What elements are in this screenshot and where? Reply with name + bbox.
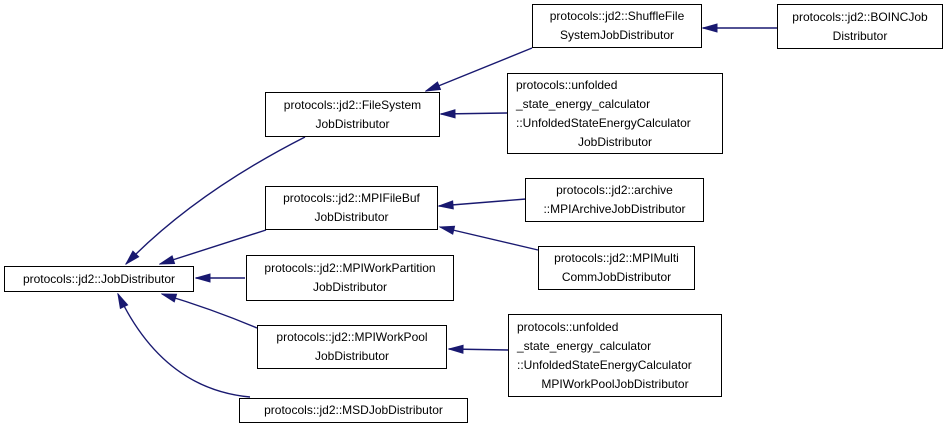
node-label-line: JobDistributor [314,210,389,224]
node-label-line: protocols::jd2::ShuffleFile [549,9,685,23]
node-mpiworkpool-jobdistributor[interactable]: protocols::jd2::MPIWorkPool JobDistribut… [257,325,447,369]
node-boinc-jobdistributor[interactable]: protocols::jd2::BOINCJob Distributor [777,4,943,49]
node-label-line: JobDistributor [312,280,388,294]
node-mpimulticomm-jobdistributor[interactable]: protocols::jd2::MPIMulti CommJobDistribu… [538,246,695,290]
node-mpifilebuf-jobdistributor[interactable]: protocols::jd2::MPIFileBuf JobDistributo… [265,186,438,230]
node-label-line: protocols::jd2::MPIFileBuf [283,191,420,205]
node-filesystem-jobdistributor[interactable]: protocols::jd2::FileSystem JobDistributo… [265,92,440,137]
node-label-line: protocols::unfolded [517,319,619,334]
node-label-line: ::UnfoldedStateEnergyCalculator [517,357,692,372]
node-label-line: protocols::jd2::MPIWorkPool [276,330,428,344]
node-label-line: protocols::jd2::archive [556,183,673,197]
node-label-line: protocols::jd2::MPIWorkPartition [264,261,436,275]
node-label-line: protocols::jd2::MPIMulti [554,251,679,265]
node-label-line: CommJobDistributor [561,270,672,284]
node-label-line: JobDistributor [315,116,390,131]
node-label-line: _state_energy_calculator [516,96,651,111]
node-label-line: SystemJobDistributor [559,28,675,42]
node-label-line: ::MPIArchiveJobDistributor [543,202,686,216]
node-mpiworkpartition-jobdistributor[interactable]: protocols::jd2::MPIWorkPartition JobDist… [246,255,454,301]
node-label-line: Distributor [832,28,888,43]
edge-unfoldedjd-to-filesystem [441,113,508,114]
node-label-line: protocols::jd2::BOINCJob [792,9,928,24]
edge-mpifilebuf-to-jobdistributor [160,229,267,265]
node-label-line: protocols::jd2::MSDJobDistributor [264,403,443,417]
node-label-line: protocols::jd2::JobDistributor [22,271,176,286]
node-label-line: protocols::unfolded [516,77,618,92]
edge-msd-to-jobdistributor [118,294,251,398]
node-label-line: JobDistributor [577,134,653,149]
node-unfoldedstateenergycalculator-jobdistributor[interactable]: protocols::unfolded _state_energy_calcul… [507,73,723,154]
node-label-line: JobDistributor [314,349,390,363]
node-mpiarchive-jobdistributor[interactable]: protocols::jd2::archive ::MPIArchiveJobD… [525,178,704,222]
edge-mpimulticomm-to-mpifilebuf [440,227,539,251]
node-label-line: ::UnfoldedStateEnergyCalculator [516,115,691,130]
node-label-line: protocols::jd2::FileSystem [283,97,422,112]
edge-mpiworkpool-to-jobdistributor [162,293,258,329]
edge-shufflefilesystem-to-filesystem [426,47,533,91]
node-jobdistributor[interactable]: protocols::jd2::JobDistributor [4,266,194,292]
edge-unfoldedwp-to-mpiworkpool [449,349,509,350]
node-msd-jobdistributor[interactable]: protocols::jd2::MSDJobDistributor [239,398,468,423]
node-label-line: _state_energy_calculator [517,338,652,353]
node-label-line: MPIWorkPoolJobDistributor [541,376,689,391]
edge-filesystem-to-jobdistributor [126,136,306,264]
edge-mpiarchive-to-mpifilebuf [439,198,527,206]
node-shufflefilesystem-jobdistributor[interactable]: protocols::jd2::ShuffleFile SystemJobDis… [532,4,702,48]
node-unfoldedstateenergycalculator-mpiworkpool-jobdistributor[interactable]: protocols::unfolded _state_energy_calcul… [508,314,722,397]
